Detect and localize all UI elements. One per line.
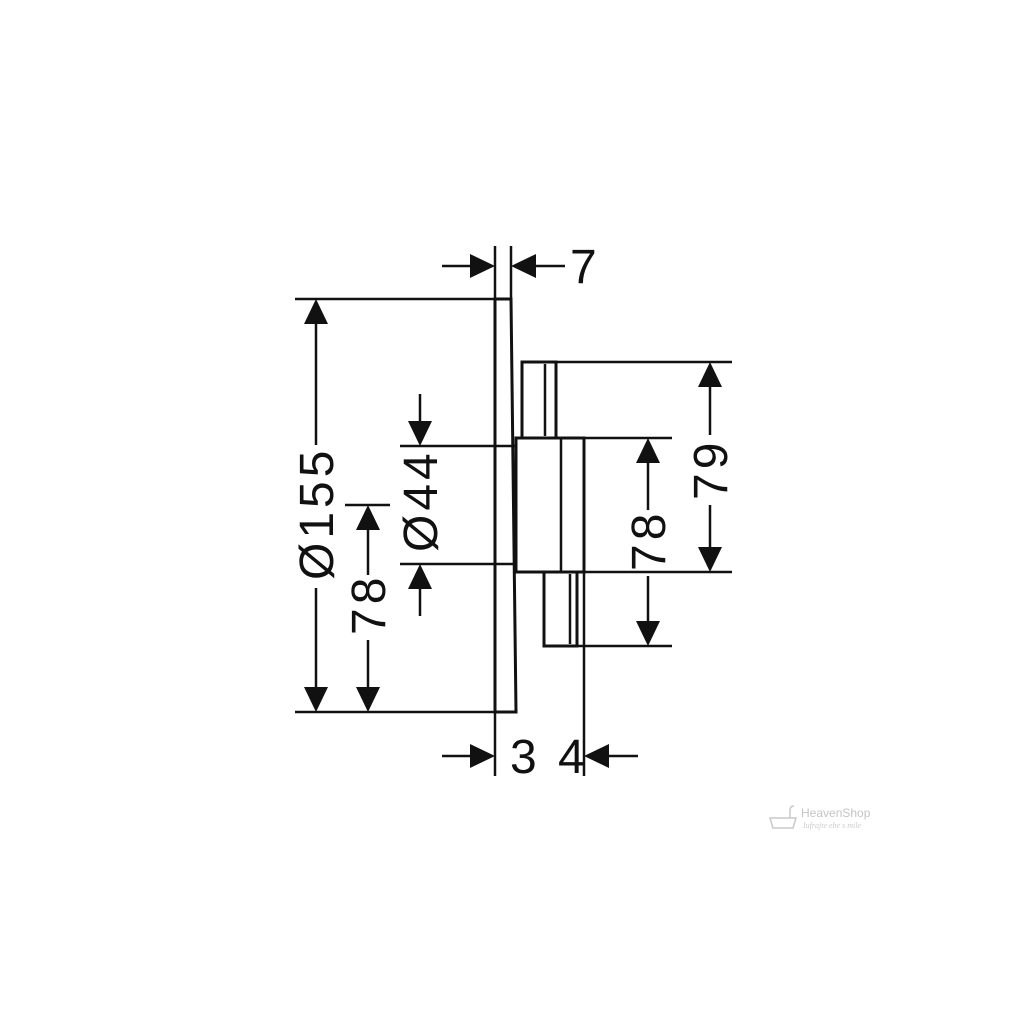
bathtub-icon [768, 805, 798, 829]
dimension-label-left-78: 78 [343, 574, 396, 635]
hub-body [514, 436, 586, 574]
arrowhead [356, 505, 380, 530]
arrowhead [584, 744, 609, 768]
watermark-tagline: Iufrajte ebe s mile [802, 821, 861, 830]
dimension-label-right-78: 78 [623, 510, 676, 571]
arrowhead [636, 621, 660, 646]
arrowhead [698, 547, 722, 572]
arrowhead [408, 421, 432, 446]
arrowhead [511, 254, 536, 278]
arrowhead [470, 254, 495, 278]
arrowhead [356, 687, 380, 712]
dimension-right-inner: 78 [577, 436, 676, 648]
upper-spindle [520, 360, 558, 440]
arrowhead [636, 438, 660, 463]
lower-spindle [542, 570, 579, 648]
dimension-label-155: Ø155 [291, 447, 344, 580]
dimension-right-outer: 79 [556, 360, 738, 574]
product-outline [493, 297, 586, 714]
dimension-hub-diameter: Ø44 [395, 394, 516, 616]
dimension-total-depth: 3 4 [442, 572, 638, 784]
arrowhead [698, 362, 722, 387]
watermark-brand: HeavenShop [801, 806, 871, 820]
arrowhead [408, 564, 432, 589]
arrowhead [470, 744, 495, 768]
dimension-label-7: 7 [570, 241, 601, 294]
dimension-plate-diameter: Ø155 [291, 297, 495, 714]
arrowhead [304, 299, 328, 324]
dimension-left-offset: 78 [343, 503, 396, 712]
arrowhead [304, 687, 328, 712]
dimension-label-34: 3 4 [510, 731, 589, 784]
dimension-plate-thickness: 7 [442, 241, 601, 299]
dimension-label-44: Ø44 [395, 449, 448, 552]
cover-plate [493, 297, 518, 714]
watermark: HeavenShop Iufrajte ebe s mile [768, 805, 871, 830]
dimension-label-79: 79 [685, 439, 738, 500]
